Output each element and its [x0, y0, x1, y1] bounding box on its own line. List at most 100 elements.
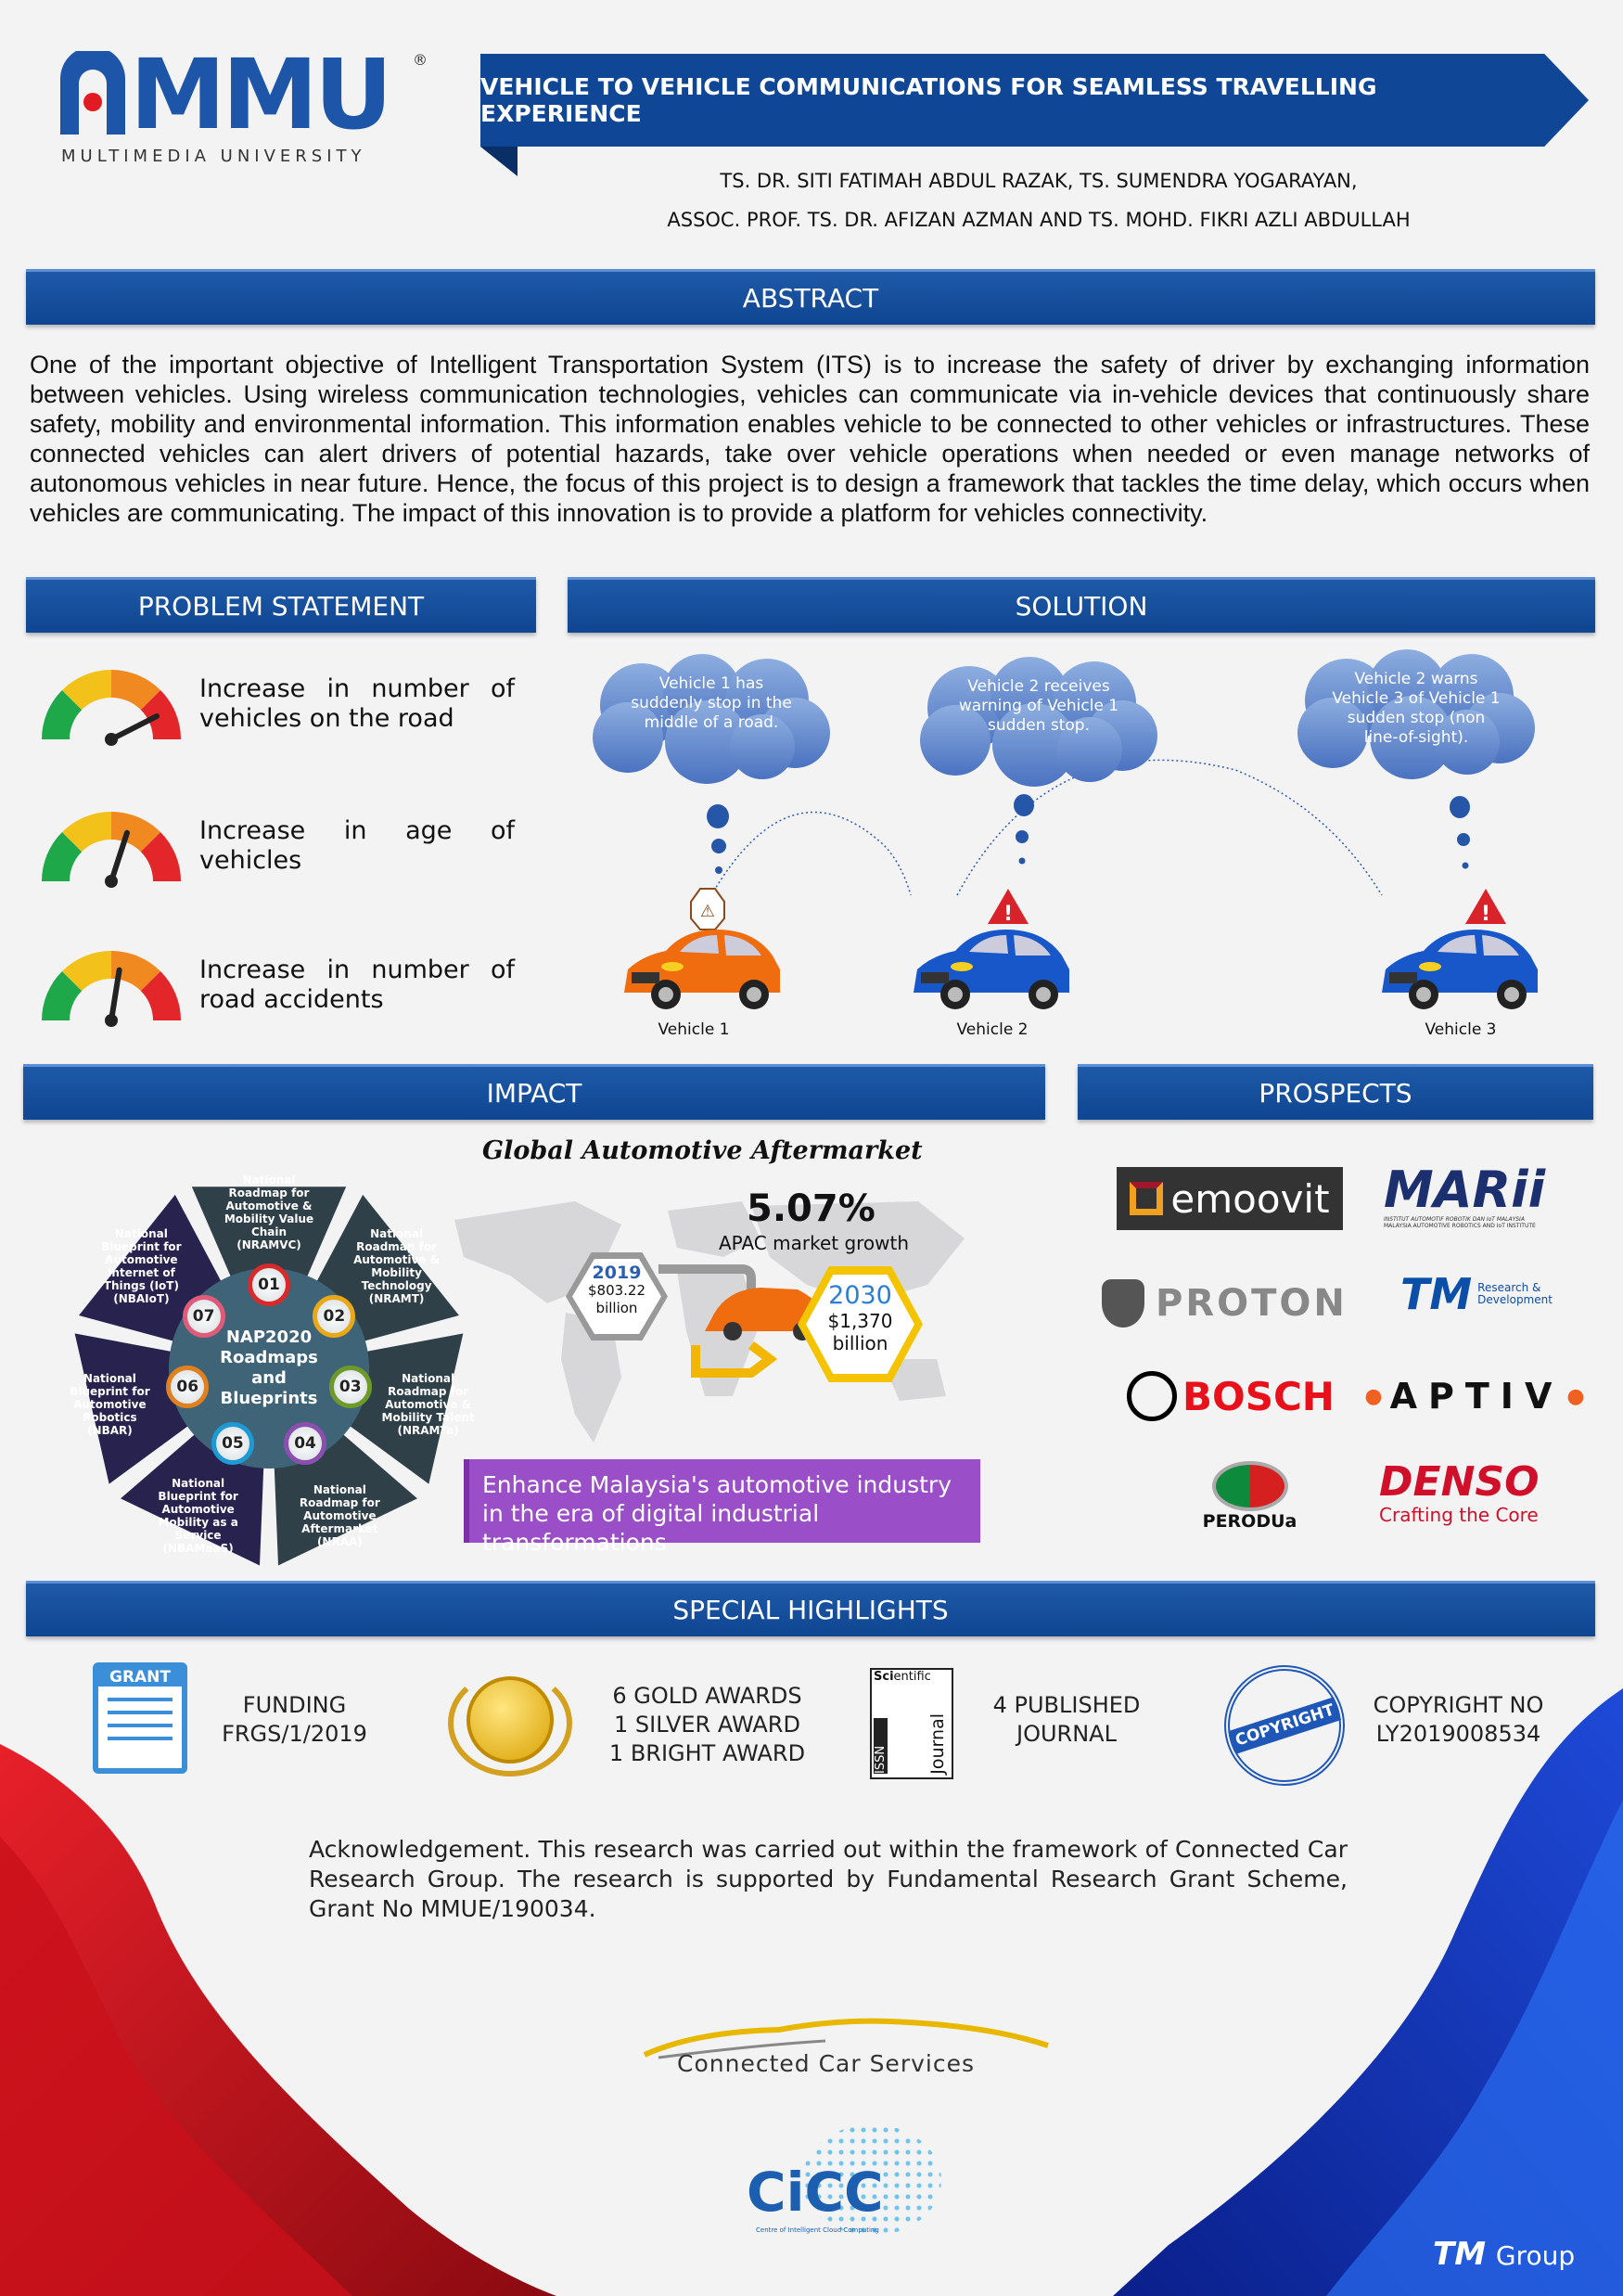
proton-emblem-icon	[1102, 1279, 1144, 1328]
warning-icon	[1465, 889, 1506, 924]
vehicle-3: ! Vehicle 3	[1373, 881, 1558, 1048]
emoovit-mark-icon	[1130, 1182, 1164, 1215]
map-title: Global Automotive Aftermarket	[482, 1136, 923, 1165]
mmu-logo: MMU ® MULTIMEDIA UNIVERSITY	[56, 44, 436, 172]
problem-statement-header: PROBLEM STATEMENT	[26, 577, 536, 633]
denso-logo: DENSO Crafting the Core	[1379, 1458, 1540, 1527]
nap-number-badge: 01	[248, 1263, 290, 1306]
vehicle-label: Vehicle 1	[658, 1020, 730, 1039]
aptiv-dot-icon: ●	[1566, 1384, 1585, 1408]
svg-text:⚠: ⚠	[700, 902, 715, 921]
svg-text:!: !	[1481, 903, 1490, 926]
aftermarket-infographic: Global Automotive Aftermarket 5.07% APAC…	[436, 1136, 992, 1470]
warning-icon	[988, 889, 1029, 924]
prospects-header: PROSPECTS	[1078, 1064, 1593, 1120]
poster-title-banner: VEHICLE TO VEHICLE COMMUNICATIONS FOR SE…	[480, 54, 1589, 147]
nap-item-label: National Roadmap for Automotive & Mobili…	[224, 1174, 314, 1251]
abstract-header: ABSTRACT	[26, 269, 1595, 325]
car-silhouette-icon	[643, 2018, 1049, 2059]
special-highlights-header: SPECIAL HIGHLIGHTS	[26, 1581, 1595, 1636]
title-banner-fold	[480, 147, 518, 176]
hazard-sign-icon	[690, 888, 725, 930]
tm-rnd-logo: TM Research &Development	[1400, 1269, 1553, 1319]
car-icon: !	[914, 889, 1069, 1009]
svg-text:!: !	[1003, 903, 1013, 926]
cloud-text: Vehicle 2 warns Vehicle 3 of Vehicle 1 s…	[1332, 670, 1501, 747]
speedometer-gauge-icon	[42, 670, 181, 746]
authors-line-1: TS. DR. SITI FATIMAH ABDUL RAZAK, TS. SU…	[720, 170, 1358, 192]
blue-paint-decoration	[1113, 1688, 1623, 2296]
impact-banner: Enhance Malaysia's automotive industry i…	[464, 1459, 980, 1556]
speech-cloud: Vehicle 1 has suddenly stop in the middl…	[586, 654, 837, 784]
gold-medal-icon	[441, 1665, 580, 1777]
vehicle-1: ⚠ Vehicle 1	[615, 881, 800, 1048]
registered-mark: ®	[413, 51, 428, 69]
growth-label: APAC market growth	[719, 1232, 910, 1254]
marii-logo: MARii INSTITUT AUTOMOTIF ROBOTIK DAN IoT…	[1384, 1161, 1546, 1230]
aptiv-logo: ●APTIV●	[1364, 1376, 1585, 1417]
authors-line-2: ASSOC. PROF. TS. DR. AFIZAN AZMAN AND TS…	[667, 209, 1411, 231]
perodua-emblem-icon	[1211, 1461, 1288, 1511]
copyright-stamp-icon: COPYRIGHT	[1224, 1665, 1345, 1786]
vehicle-label: Vehicle 3	[1425, 1020, 1497, 1039]
speedometer-gauge-icon	[42, 951, 181, 1027]
bosch-logo: BOSCH	[1127, 1368, 1335, 1424]
perodua-logo: PERODUa	[1192, 1461, 1308, 1532]
acknowledgement-text: Acknowledgement. This research was carri…	[309, 1836, 1348, 1922]
problem-item: Increase in number of vehicles on the ro…	[28, 663, 519, 756]
speech-cloud: Vehicle 2 warns Vehicle 3 of Vehicle 1 s…	[1291, 649, 1541, 779]
red-paint-decoration	[0, 1744, 556, 2296]
nap-number-badge: 05	[211, 1422, 254, 1466]
vehicle-label: Vehicle 2	[956, 1020, 1029, 1039]
problem-item: Increase in number of road accidents	[28, 944, 519, 1037]
mmu-logo-subtitle: MULTIMEDIA UNIVERSITY	[61, 147, 366, 166]
nap-item-label: National Blueprint for Automotive Mobili…	[158, 1476, 238, 1555]
problem-item: Increase in age of vehicles	[28, 805, 519, 898]
communication-paths	[707, 759, 1470, 896]
proton-logo: PROTON	[1102, 1276, 1371, 1331]
impact-header: IMPACT	[23, 1064, 1045, 1120]
cloud-text: Vehicle 2 receives warning of Vehicle 1 …	[958, 677, 1119, 735]
emoovit-logo: emoovit	[1117, 1167, 1343, 1230]
car-icon: ⚠	[624, 888, 780, 1009]
cloud-icon	[1297, 649, 1535, 779]
nap-number-badge: 07	[182, 1294, 225, 1338]
nap-number-badge: 02	[313, 1294, 356, 1338]
nap-number-badge: 03	[328, 1366, 372, 1409]
growth-arrow-car-icon	[658, 1264, 825, 1378]
bosch-armature-icon	[1127, 1371, 1177, 1421]
nap-number-badge: 06	[166, 1366, 210, 1409]
tm-group-logo: TM Group	[1433, 2236, 1576, 2273]
speech-cloud: Vehicle 2 receives warning of Vehicle 1 …	[914, 657, 1164, 787]
nap-item-label: National Roadmap for Automotive Aftermar…	[299, 1482, 380, 1548]
grant-icon: GRANT	[93, 1662, 187, 1774]
growth-percent: 5.07%	[747, 1187, 875, 1230]
aptiv-dot-icon: ●	[1364, 1384, 1383, 1408]
car-icon: !	[1382, 889, 1538, 1009]
problem-text: Increase in age of vehicles	[199, 816, 515, 875]
nap-item-label: National Roadmap for Automotive & Mobili…	[381, 1372, 475, 1438]
problem-text: Increase in number of road accidents	[199, 956, 515, 1014]
scientific-journal-icon: Scientific ISSN Journal	[870, 1668, 953, 1779]
cicc-logo: CiCC Centre of Intelligent Cloud Computi…	[737, 2124, 951, 2245]
connected-car-services-logo: Connected Car Services	[640, 2013, 1057, 2078]
speedometer-gauge-icon	[42, 812, 181, 888]
nap-item-label: National Roadmap for Automotive & Mobili…	[353, 1227, 441, 1306]
cloud-text: Vehicle 1 has suddenly stop in the middl…	[631, 674, 792, 732]
solution-header: SOLUTION	[568, 577, 1595, 633]
cloud-icon	[920, 657, 1157, 787]
abstract-text: One of the important objective of Intell…	[30, 351, 1590, 527]
nap-item-label: National Blueprint for Automotive Roboti…	[70, 1372, 150, 1438]
problem-text: Increase in number of vehicles on the ro…	[199, 674, 515, 733]
cloud-icon	[593, 654, 830, 784]
mmu-emblem-icon	[60, 51, 125, 135]
poster-title: VEHICLE TO VEHICLE COMMUNICATIONS FOR SE…	[480, 73, 1377, 127]
